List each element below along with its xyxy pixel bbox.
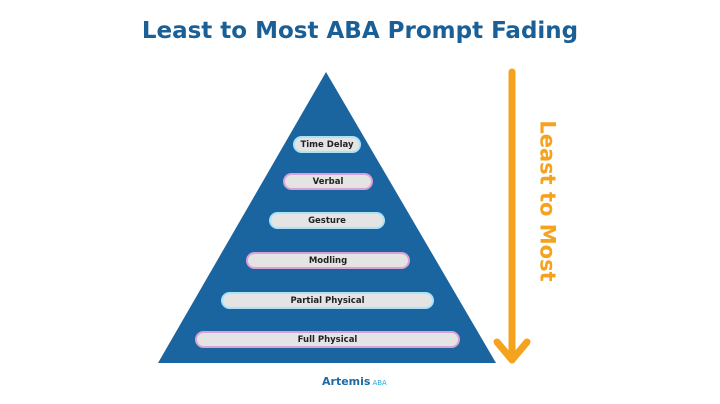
level-time-delay: Time Delay — [293, 136, 361, 153]
logo-name: Artemis — [322, 375, 371, 388]
arrow-head — [493, 338, 531, 364]
level-full-physical: Full Physical — [195, 331, 460, 348]
level-verbal: Verbal — [283, 173, 373, 190]
level-gesture: Gesture — [269, 212, 385, 229]
arrow-label: Least to Most — [535, 120, 560, 282]
level-partial-physical: Partial Physical — [221, 292, 434, 309]
level-modling: Modling — [246, 252, 410, 269]
page-title: Least to Most ABA Prompt Fading — [141, 18, 579, 44]
logo-suffix: ABA — [372, 379, 387, 387]
